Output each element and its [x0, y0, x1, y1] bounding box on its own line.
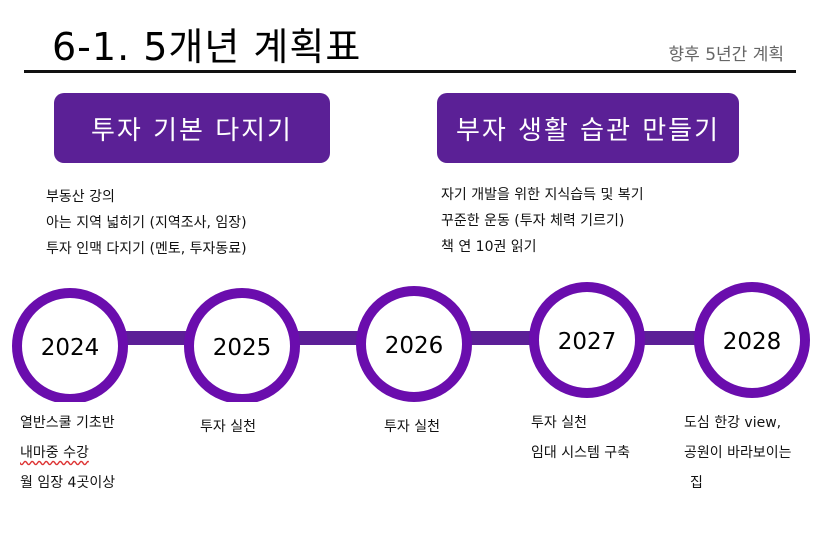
phase-note: 아는 지역 넓히기 (지역조사, 임장): [46, 215, 247, 231]
phase-note: 자기 개발을 위한 지식습득 및 복기: [441, 187, 644, 203]
phase-banner-label: 투자 기본 다지기: [91, 115, 293, 146]
year-notes-2027: 투자 실천 임대 시스템 구축: [531, 408, 630, 468]
year-note: 투자 실천: [200, 419, 256, 435]
page-subtitle: 향후 5년간 계획: [668, 45, 784, 65]
timeline-connector: [292, 331, 367, 345]
phase-notes-rich-habits: 자기 개발을 위한 지식습득 및 복기 꾸준한 운동 (투자 체력 기르기) 책…: [441, 182, 644, 260]
phase-note: 꾸준한 운동 (투자 체력 기르기): [441, 213, 625, 229]
year-notes-2026: 투자 실천: [384, 412, 440, 442]
year-node-2024: 2024: [12, 288, 128, 402]
year-notes-2028: 도심 한강 view, 공원이 바라보이는 집: [684, 408, 792, 498]
year-note: 열반스쿨 기초반: [20, 415, 115, 431]
year-node-2028: 2028: [694, 282, 810, 398]
phase-note: 부동산 강의: [46, 189, 115, 205]
timeline-connector: [464, 331, 539, 345]
phase-banner-investment-basics: 투자 기본 다지기: [54, 93, 330, 163]
year-label: 2026: [385, 333, 444, 359]
phase-notes-investment-basics: 부동산 강의 아는 지역 넓히기 (지역조사, 임장) 투자 인맥 다지기 (멘…: [46, 184, 247, 262]
year-note: 투자 실천: [384, 419, 440, 435]
year-label: 2027: [558, 329, 617, 355]
phase-note: 책 연 10권 읽기: [441, 239, 537, 255]
year-note: 공원이 바라보이는: [684, 445, 792, 461]
year-timeline: 2024 2025 2026 2027 2028: [12, 282, 810, 402]
year-note: 도심 한강 view,: [684, 415, 782, 431]
phase-banner-label: 부자 생활 습관 만들기: [455, 115, 721, 146]
year-node-2027: 2027: [529, 282, 645, 398]
year-label: 2024: [41, 335, 100, 361]
year-note: 임대 시스템 구축: [531, 445, 631, 461]
year-node-2026: 2026: [356, 286, 472, 402]
phase-note: 투자 인맥 다지기 (멘토, 투자동료): [46, 241, 247, 257]
year-note: 투자 실천: [531, 415, 587, 431]
timeline-connector: [637, 331, 702, 345]
year-label: 2025: [213, 335, 272, 361]
year-note: 내마중 수강: [20, 445, 89, 461]
year-notes-2025: 투자 실천: [200, 412, 256, 442]
timeline-connector: [120, 331, 195, 345]
year-notes-2024: 열반스쿨 기초반 내마중 수강 월 임장 4곳이상: [20, 408, 115, 498]
phase-banner-rich-habits: 부자 생활 습관 만들기: [437, 93, 739, 163]
year-label: 2028: [723, 329, 782, 355]
year-note: 집: [690, 475, 703, 491]
year-note: 월 임장 4곳이상: [20, 475, 116, 491]
title-divider: [24, 70, 796, 73]
page-title: 6-1. 5개년 계획표: [52, 25, 362, 69]
year-node-2025: 2025: [184, 288, 300, 402]
